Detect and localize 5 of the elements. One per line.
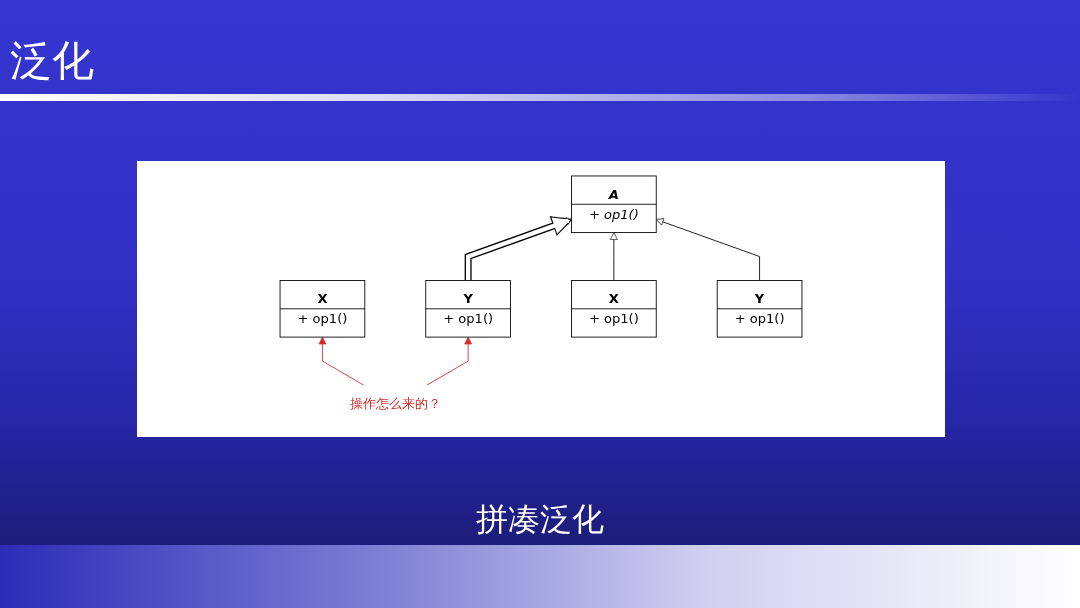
node-text: 操作怎么来的？ [349, 395, 442, 412]
slide-title: 泛化 [10, 38, 94, 85]
diagram-panel: X + op1() Y + op1() 操作怎么来的？ A + op1() X + op1() Y + op1() [137, 161, 945, 437]
arrow [464, 216, 573, 281]
slide-caption: 拼凑泛化 [476, 500, 604, 539]
